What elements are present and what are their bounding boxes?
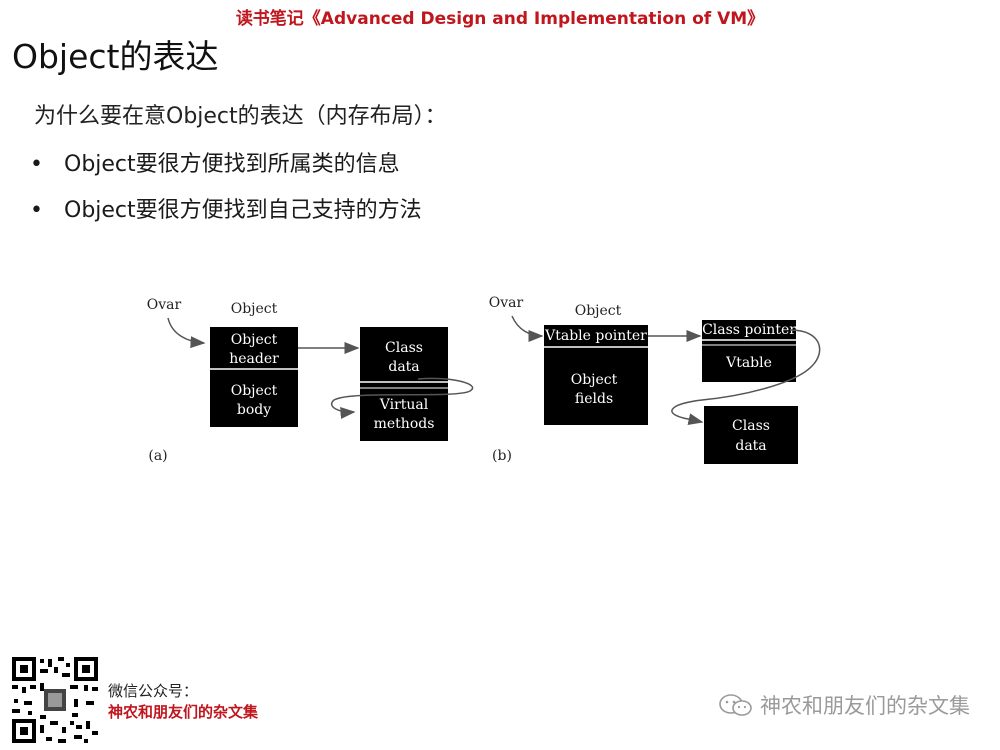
object-body-text: body bbox=[237, 402, 271, 418]
object-box-a bbox=[210, 327, 298, 427]
object-header-text: header bbox=[229, 351, 279, 367]
virtual-methods-text: Virtual bbox=[379, 397, 429, 413]
class-data-text: Class bbox=[385, 340, 423, 356]
bullet-text: Object要很方便找到所属类的信息 bbox=[64, 152, 400, 177]
intro-text: 为什么要在意Object的表达（内存布局）： bbox=[34, 104, 447, 129]
vtable-text: Vtable bbox=[725, 355, 772, 371]
bullet-list: • Object要很方便找到所属类的信息 • Object要很方便找到自己支持的… bbox=[30, 142, 422, 234]
virtual-methods-text: methods bbox=[374, 416, 435, 432]
figure-label-b: (b) bbox=[492, 448, 512, 464]
object-caption-b: Object bbox=[575, 303, 622, 319]
vtable-box bbox=[702, 320, 796, 382]
bullet-dot: • bbox=[30, 152, 43, 177]
watermark: 神农和朋友们的杂文集 bbox=[718, 690, 970, 720]
class-pointer-loop bbox=[671, 329, 821, 426]
ovar-arrow-a bbox=[167, 317, 206, 349]
bullet-dot: • bbox=[30, 198, 43, 223]
class-to-methods-loop bbox=[331, 377, 474, 419]
ovar-label-b: Ovar bbox=[489, 295, 524, 311]
account-label: 微信公众号： bbox=[108, 682, 199, 700]
wechat-icon bbox=[719, 694, 752, 716]
class-box-a bbox=[360, 327, 448, 441]
object-header-text: Object bbox=[231, 332, 278, 348]
list-item: • Object要很方便找到自己支持的方法 bbox=[30, 188, 422, 234]
object-body-text: Object bbox=[231, 383, 278, 399]
ovar-arrow-b bbox=[511, 315, 544, 342]
watermark-text: 神农和朋友们的杂文集 bbox=[760, 694, 970, 718]
object-fields-text: Object bbox=[571, 372, 618, 388]
class-pointer-text: Class pointer bbox=[702, 322, 796, 338]
figure-label-a: (a) bbox=[148, 448, 167, 464]
object-fields-text: fields bbox=[575, 391, 613, 407]
vtable-pointer-text: Vtable pointer bbox=[544, 328, 647, 344]
object-box-b bbox=[544, 325, 648, 425]
top-banner: 读书笔记《Advanced Design and Implementation … bbox=[235, 9, 765, 29]
account-name: 神农和朋友们的杂文集 bbox=[108, 703, 259, 721]
memory-layout-diagram: Ovar Object Object header Object body Cl… bbox=[147, 295, 821, 464]
class-data-text-b: Class bbox=[732, 418, 770, 434]
class-data-text-b: data bbox=[735, 438, 766, 454]
class-data-box-b bbox=[704, 406, 798, 464]
object-caption-a: Object bbox=[231, 301, 278, 317]
ovar-label-a: Ovar bbox=[147, 297, 182, 313]
bullet-text: Object要很方便找到自己支持的方法 bbox=[64, 198, 422, 223]
class-data-text: data bbox=[388, 359, 419, 375]
slide-title: Object的表达 bbox=[12, 37, 219, 76]
qr-code-icon bbox=[10, 655, 100, 745]
list-item: • Object要很方便找到所属类的信息 bbox=[30, 142, 422, 188]
